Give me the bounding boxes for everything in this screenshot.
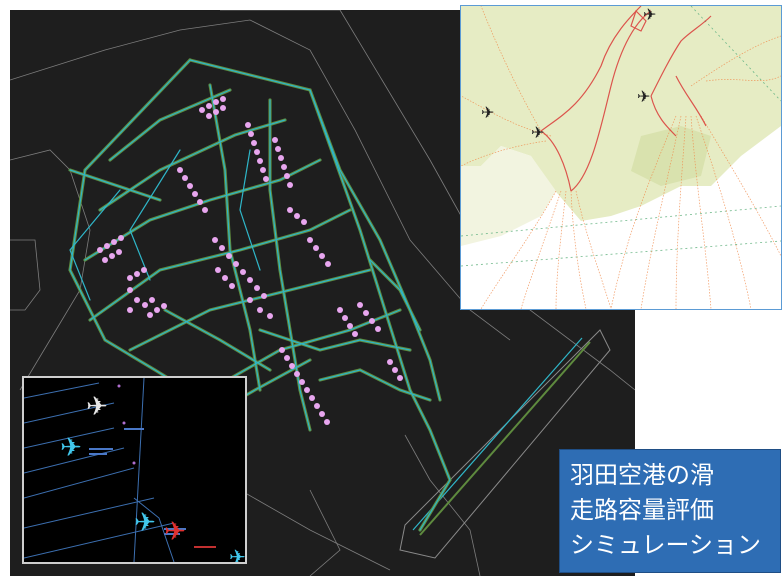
coast-area	[461, 146, 556, 246]
airplane-icon: ✈	[164, 517, 186, 547]
caption-box: 羽田空港の滑 走路容量評価 シミュレーション	[559, 449, 781, 573]
airplane-icon: ✈	[531, 123, 544, 142]
stand-marker	[117, 384, 121, 388]
runway-outlines	[399, 329, 611, 559]
caption-line-3: シミュレーション	[570, 531, 762, 559]
caption-line-1: 羽田空港の滑	[570, 461, 714, 489]
airplane-icon: ✈	[481, 103, 494, 122]
airplane-icon: ✈	[86, 392, 108, 422]
airport-layout-map	[10, 10, 635, 576]
stand-marker	[132, 461, 136, 465]
gate-taxi-lines	[24, 378, 175, 562]
airplane-icon: ✈	[134, 508, 156, 538]
peninsula-area	[631, 126, 711, 186]
taxiway-network	[68, 58, 452, 532]
airplane-icon: ✈	[643, 6, 656, 24]
arrival-tracks	[540, 6, 712, 192]
caption-line-2: 走路容量評価	[570, 496, 714, 524]
gate-markers	[97, 96, 403, 425]
stand-marker	[122, 421, 126, 425]
flight-tracks-map: ✈ ✈ ✈ ✈	[461, 6, 781, 309]
aircraft-markers: ✈ ✈ ✈ ✈	[481, 6, 656, 142]
departure-fan-tracks	[461, 6, 781, 309]
flight-tracks-inset: ✈ ✈ ✈ ✈	[460, 5, 782, 310]
gate-closeup-view: ✈ ✈ ✈ ✈ ✈	[24, 378, 245, 562]
airplane-icon: ✈	[637, 87, 650, 106]
gate-label-red	[194, 546, 216, 548]
airplane-icon: ✈	[229, 545, 245, 562]
gate-labels	[89, 428, 186, 535]
airplane-icon: ✈	[60, 433, 82, 463]
gate-closeup-inset: ✈ ✈ ✈ ✈ ✈	[22, 376, 247, 564]
airway-lines	[461, 6, 781, 267]
